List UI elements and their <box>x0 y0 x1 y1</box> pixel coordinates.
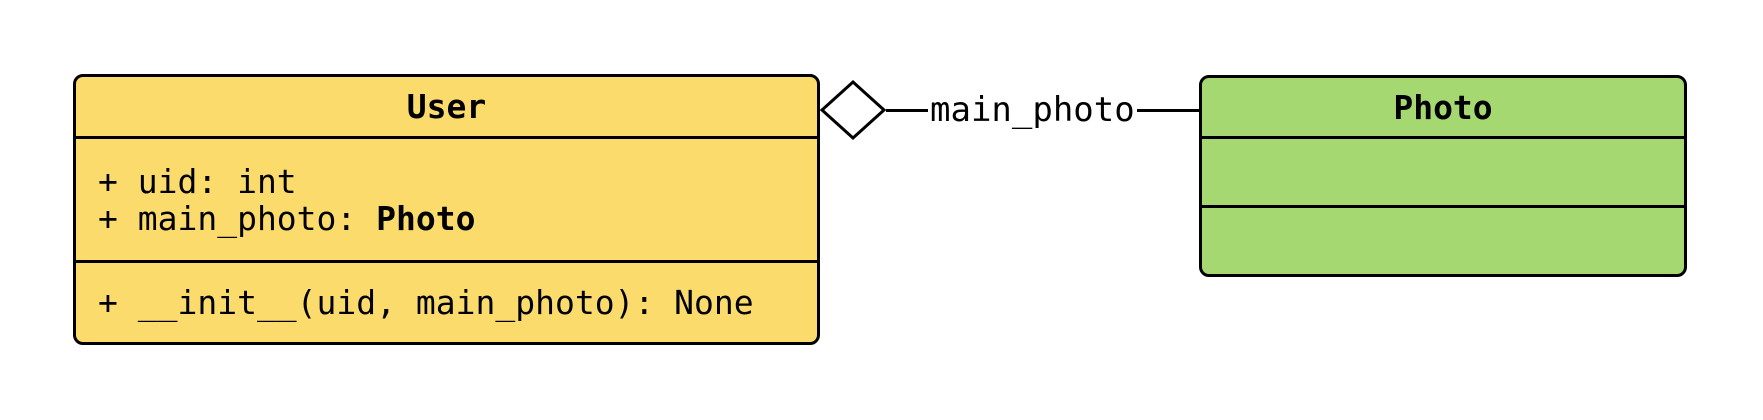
class-photo-title: Photo <box>1202 78 1684 139</box>
attribute-main-photo: + main_photo: Photo <box>98 200 817 237</box>
class-user-attributes: + uid: int + main_photo: Photo <box>76 139 817 263</box>
relationship-aggregation: main_photo <box>820 79 1199 141</box>
aggregation-diamond-icon <box>820 79 886 141</box>
attribute-main-photo-type: Photo <box>376 198 476 238</box>
class-photo-methods <box>1202 208 1684 274</box>
class-box-user: User + uid: int + main_photo: Photo + __… <box>73 74 820 345</box>
class-box-photo: Photo <box>1199 75 1687 277</box>
class-photo-attributes <box>1202 139 1684 208</box>
relationship-line-left <box>886 108 928 112</box>
attribute-uid-text: + uid: int <box>98 161 297 201</box>
relationship-label: main_photo <box>930 90 1135 130</box>
method-init: + __init__(uid, main_photo): None <box>98 284 817 321</box>
class-user-methods: + __init__(uid, main_photo): None <box>76 263 817 342</box>
attribute-uid: + uid: int <box>98 163 817 200</box>
attribute-main-photo-label: + main_photo: <box>98 198 377 238</box>
method-init-text: + __init__(uid, main_photo): None <box>98 283 754 322</box>
relationship-line-right <box>1136 108 1199 112</box>
class-user-title: User <box>76 77 817 139</box>
